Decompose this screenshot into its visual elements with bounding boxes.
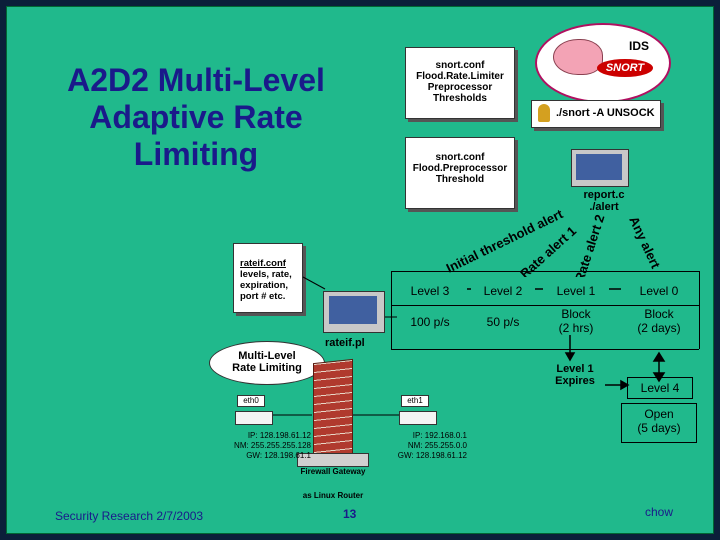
table-rule [391, 271, 392, 349]
level-1-expires: Level 1 Expires [545, 363, 605, 387]
open-line: (5 days) [622, 421, 696, 435]
ip-line: GW: 128.198.61.1 [221, 451, 311, 461]
block-line: Block [543, 307, 609, 321]
arc-label-any: Any alert [626, 214, 663, 271]
footer-right: chow [645, 505, 673, 519]
table-rule [391, 271, 699, 272]
slide-frame: A2D2 Multi-Level Adaptive Rate Limiting … [6, 6, 714, 534]
multi-level-oval: Multi-Level Rate Limiting [209, 341, 325, 385]
firewall-icon [313, 359, 353, 461]
ip-line: IP: 192.168.0.1 [377, 431, 467, 441]
open-line: Open [622, 407, 696, 421]
eth1-label: eth1 [401, 395, 429, 407]
arc-label-rate-2: Rate alert 2 [572, 213, 608, 284]
ip-line: NM: 255.255.0.0 [377, 441, 467, 451]
level-0: Level 0 [621, 277, 697, 305]
rateif-computer-icon [323, 291, 385, 333]
multi-level-line: Multi-Level [210, 350, 324, 362]
arc-label-initial: Initial threshold alert [444, 206, 566, 276]
block-level-1: Block (2 hrs) [543, 307, 609, 335]
level-1: Level 1 [543, 277, 609, 305]
level-4-open: Open (5 days) [621, 403, 697, 443]
block-line: Block [621, 307, 697, 321]
gateway-line: Firewall Gateway [293, 467, 373, 477]
rate-level-2: 50 p/s [471, 315, 535, 329]
level-3: Level 3 [395, 277, 465, 305]
table-rule [391, 305, 699, 306]
level-4: Level 4 [627, 377, 693, 399]
nic-eth0-icon [235, 411, 273, 425]
ip-line: NM: 255.255.255.128 [221, 441, 311, 451]
footer-left: Security Research 2/7/2003 [55, 509, 203, 523]
table-rule [699, 271, 700, 349]
nic-eth1-icon [399, 411, 437, 425]
slide-number: 13 [343, 507, 356, 521]
ip-line: GW: 128.198.61.12 [377, 451, 467, 461]
ip-line: IP: 128.198.61.12 [221, 431, 311, 441]
level-2: Level 2 [471, 277, 535, 305]
multi-level-line: Rate Limiting [210, 362, 324, 374]
rate-level-3: 100 p/s [395, 315, 465, 329]
block-line: (2 hrs) [543, 321, 609, 335]
gateway-label: Firewall Gateway as Linux Router [293, 467, 373, 501]
eth0-label: eth0 [237, 395, 265, 407]
expires-line: Expires [545, 375, 605, 387]
block-level-0: Block (2 days) [621, 307, 697, 335]
ip-left-block: IP: 128.198.61.12 NM: 255.255.255.128 GW… [221, 431, 311, 461]
gateway-line: as Linux Router [293, 491, 373, 501]
table-rule [391, 349, 699, 350]
expires-line: Level 1 [545, 363, 605, 375]
rateif-pl-label: rateif.pl [325, 337, 365, 349]
block-line: (2 days) [621, 321, 697, 335]
ip-right-block: IP: 192.168.0.1 NM: 255.255.0.0 GW: 128.… [377, 431, 467, 461]
